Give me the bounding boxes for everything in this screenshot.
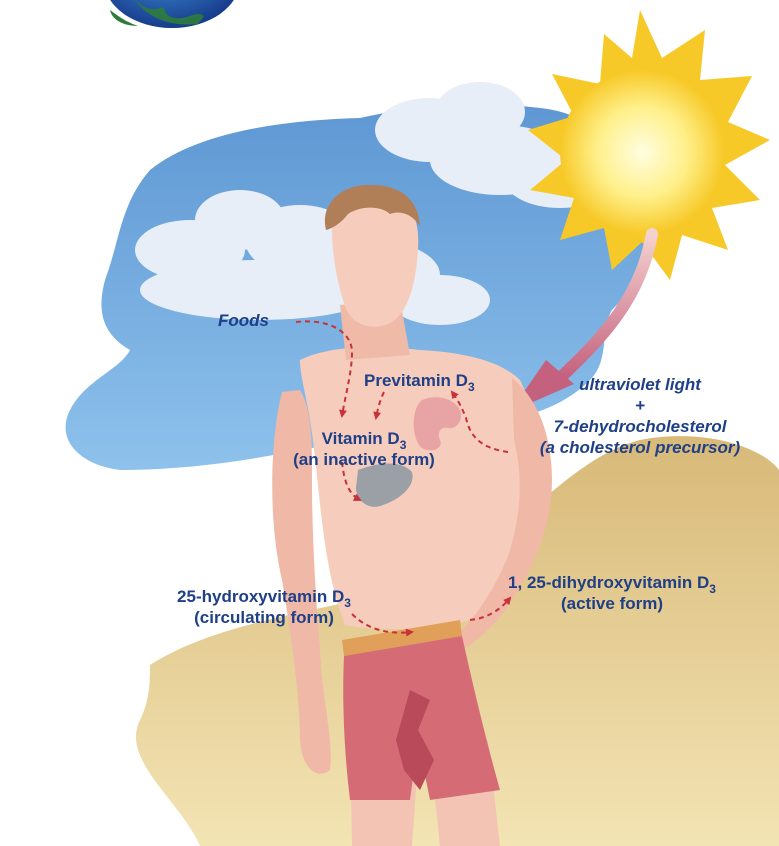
- label-vitamin-d3: Vitamin D3 (an inactive form): [293, 428, 435, 470]
- label-previtamin: Previtamin D3: [364, 370, 475, 391]
- label-foods: Foods: [218, 310, 269, 331]
- earth-icon: [104, 0, 240, 28]
- label-1-25-dihydroxyvitamin: 1, 25-dihydroxyvitamin D3 (active form): [508, 572, 716, 614]
- label-uv-7dhc: ultraviolet light + 7-dehydrocholesterol…: [540, 374, 740, 458]
- label-25-hydroxyvitamin: 25-hydroxyvitamin D3 (circulating form): [177, 586, 351, 628]
